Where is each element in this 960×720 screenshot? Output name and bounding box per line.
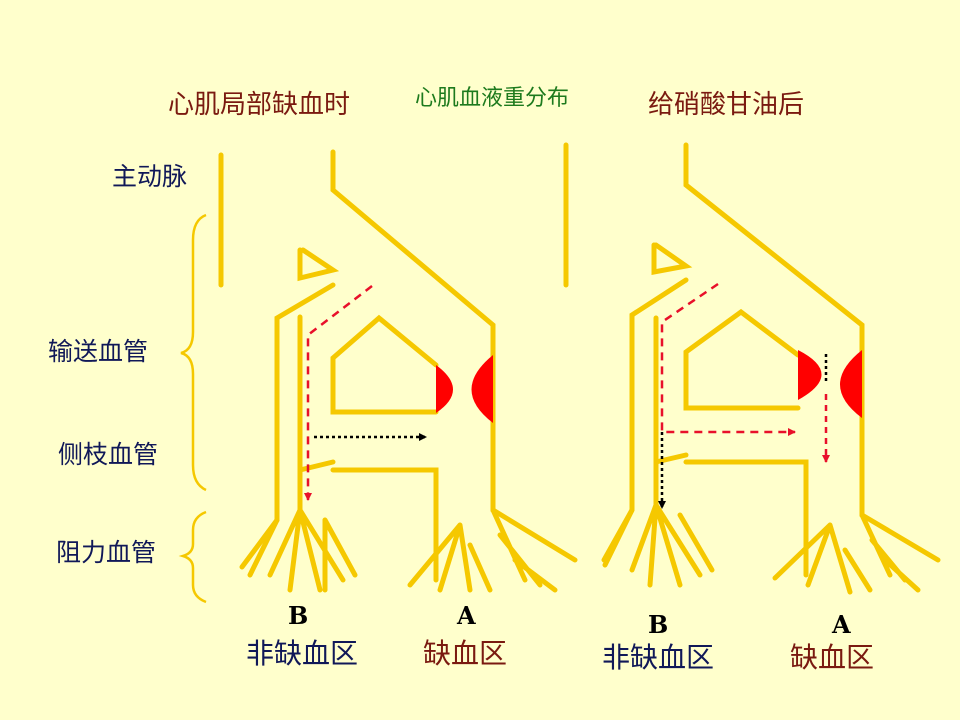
right-branch-left-wall xyxy=(601,277,689,563)
right-zone-b-letter: B xyxy=(648,610,669,639)
left-zone-b-label: 非缺血区 xyxy=(246,637,359,670)
right-collateral-joint xyxy=(653,452,689,465)
right-collateral-lower-wall xyxy=(683,459,809,578)
label-aorta: 主动脉 xyxy=(112,162,188,191)
label-collateral-vessels: 侧枝血管 xyxy=(58,440,159,469)
left-collateral-joint xyxy=(297,459,336,473)
label-conducting-vessels: 输送血管 xyxy=(48,337,149,366)
title-left-ischemia: 心肌局部缺血时 xyxy=(168,90,351,120)
left-branch-left-wall xyxy=(239,282,336,570)
left-hook-branch xyxy=(297,247,340,282)
left-zone-a-label: 缺血区 xyxy=(423,637,508,670)
left-zone-b-arterioles xyxy=(247,507,358,593)
title-right-nitroglycerin: 给硝酸甘油后 xyxy=(648,90,805,120)
left-plaque-outer xyxy=(471,355,493,423)
right-zone-a-label: 缺血区 xyxy=(790,641,875,674)
right-panel-vessels xyxy=(563,142,941,595)
left-outer-vessel-wall xyxy=(330,149,578,563)
right-zone-b-arterioles xyxy=(602,502,715,588)
right-outer-vessel-wall xyxy=(683,142,941,563)
brace-conducting-collateral xyxy=(180,213,207,492)
side-braces xyxy=(178,213,207,604)
right-red-flow-arrow xyxy=(660,282,796,436)
left-zone-a-letter: A xyxy=(457,601,476,630)
right-plaque-outer xyxy=(840,350,862,418)
label-resistance-vessels: 阻力血管 xyxy=(56,538,157,567)
right-zone-a-letter: A xyxy=(832,610,851,639)
title-center-redistribution: 心肌血液重分布 xyxy=(415,86,570,111)
right-hook-branch xyxy=(651,242,693,276)
left-zone-a-arterioles xyxy=(407,507,558,593)
right-plaque-inner xyxy=(798,350,822,400)
left-flow-arrows xyxy=(304,285,427,501)
right-zone-a-arterioles xyxy=(772,512,921,595)
left-panel-vessels xyxy=(218,149,578,593)
right-zone-b-label: 非缺血区 xyxy=(602,641,715,674)
right-branch-inner-wall xyxy=(683,308,801,411)
left-plaque-inner xyxy=(436,365,453,413)
brace-resistance xyxy=(178,510,207,604)
left-branch-inner-wall xyxy=(330,314,439,415)
right-flow-arrows xyxy=(658,282,830,509)
left-plaques xyxy=(436,355,493,423)
left-zone-b-letter: B xyxy=(288,601,309,630)
left-collateral-lower-wall xyxy=(330,467,439,583)
right-plaques xyxy=(798,350,862,418)
